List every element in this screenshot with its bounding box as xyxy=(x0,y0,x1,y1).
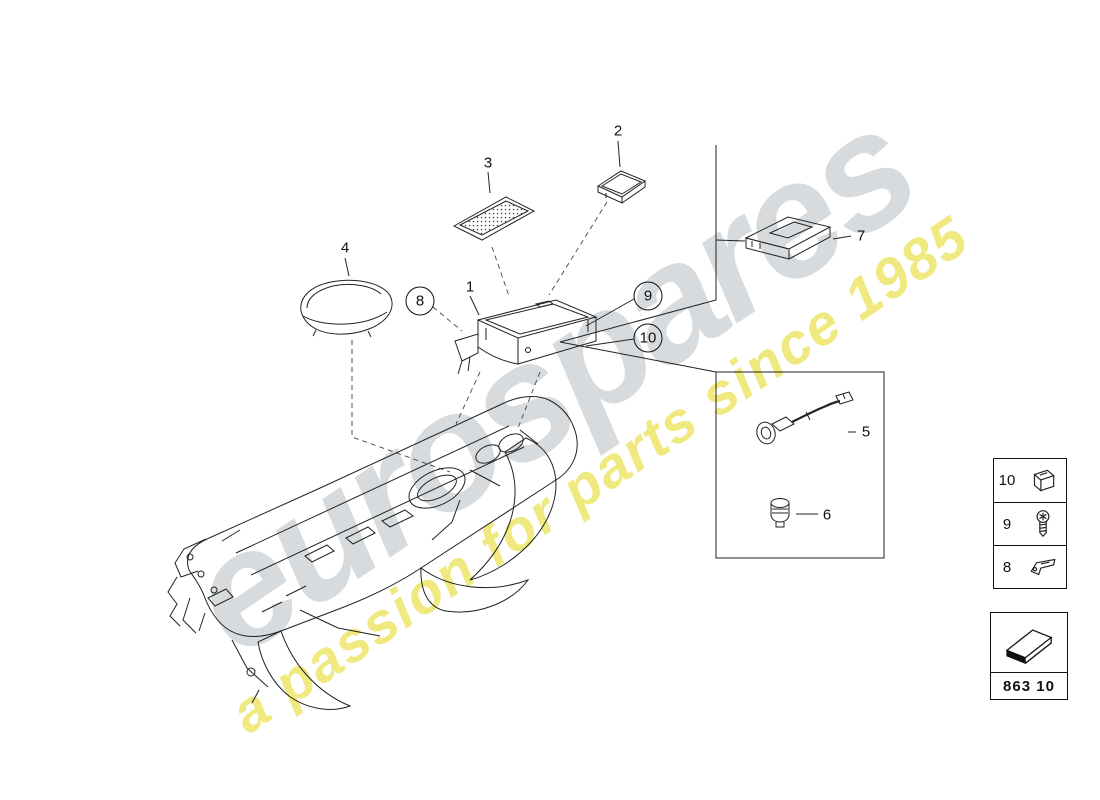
fasteners-legend: 10 9 8 xyxy=(993,458,1067,589)
callout-6[interactable]: 6 xyxy=(822,506,832,524)
callout-3[interactable]: 3 xyxy=(483,154,493,172)
legend-item-9[interactable]: 9 xyxy=(994,502,1066,545)
sub-assembly-frame xyxy=(715,371,885,559)
console-drawing xyxy=(167,396,578,710)
part-6-drawing xyxy=(770,498,790,528)
diagram-code: 863 10 xyxy=(991,672,1067,699)
part-2-drawing xyxy=(596,170,647,204)
bracket-icon xyxy=(1020,551,1066,583)
clip-nut-icon xyxy=(1020,465,1066,497)
callout-4[interactable]: 4 xyxy=(340,239,350,257)
construction-lines xyxy=(351,201,608,473)
part-3-drawing xyxy=(452,196,536,241)
callout-5[interactable]: 5 xyxy=(861,423,871,441)
leader-lines xyxy=(344,140,885,559)
callout-7[interactable]: 7 xyxy=(856,227,866,245)
legend-item-10[interactable]: 10 xyxy=(994,459,1066,502)
part-5-drawing xyxy=(756,391,854,445)
legend-label-9: 9 xyxy=(1002,515,1012,533)
screw-icon xyxy=(1020,508,1066,540)
callout-9[interactable]: 9 xyxy=(633,281,663,311)
callout-10[interactable]: 10 xyxy=(633,323,663,353)
callout-1[interactable]: 1 xyxy=(465,278,475,296)
legend-label-8: 8 xyxy=(1002,558,1012,576)
part-1-drawing xyxy=(454,299,598,375)
callout-2[interactable]: 2 xyxy=(613,122,623,140)
legend-label-10: 10 xyxy=(998,472,1016,489)
part-4-drawing xyxy=(300,279,393,338)
direction-arrow-icon xyxy=(991,613,1067,672)
legend-item-8[interactable]: 8 xyxy=(994,545,1066,588)
callout-8[interactable]: 8 xyxy=(405,286,435,316)
part-code-box: 863 10 xyxy=(990,612,1068,700)
part-7-drawing xyxy=(744,216,832,260)
